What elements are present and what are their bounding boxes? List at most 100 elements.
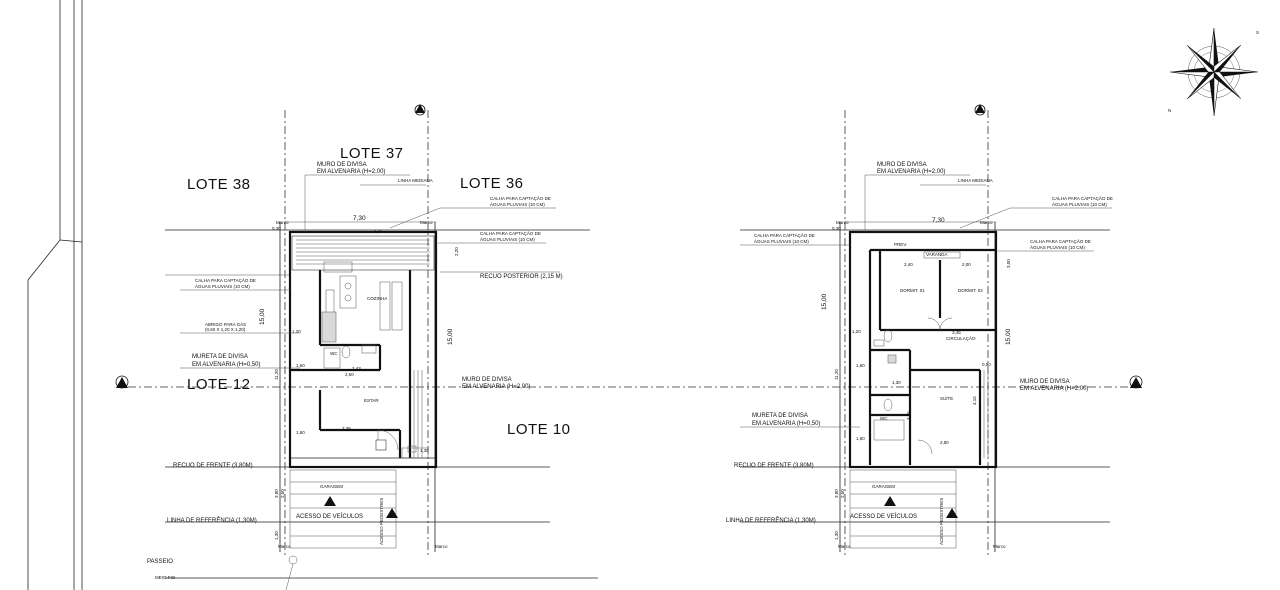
svg-text:ÁGUAS PLUVIAIS (10 CM): ÁGUAS PLUVIAIS (10 CM) (1052, 201, 1107, 207)
svg-text:CALHA PARA CAPTAÇÃO DE: CALHA PARA CAPTAÇÃO DE (754, 232, 815, 238)
label-acesso-veiculos: ACESSO DE VEÍCULOS (296, 513, 363, 520)
svg-text:3,00: 3,00 (1006, 259, 1011, 268)
svg-text:Marco: Marco (993, 544, 1006, 549)
svg-text:EM ALVENARIA (H=0,50): EM ALVENARIA (H=0,50) (192, 362, 260, 368)
svg-text:MURO DE DIVISA: MURO DE DIVISA (462, 377, 512, 383)
svg-text:1,20: 1,20 (292, 329, 301, 334)
svg-text:MURO DE DIVISA: MURO DE DIVISA (1020, 379, 1070, 385)
svg-text:Marco: Marco (420, 220, 433, 225)
svg-text:3,45: 3,45 (952, 330, 961, 335)
room-prev: PREV. (894, 242, 907, 247)
room-garagem: GARAGEM (320, 484, 343, 489)
svg-text:1,30: 1,30 (892, 380, 901, 385)
label-acesso-pedestres: ACESSO PEDESTRES (379, 498, 384, 545)
svg-text:1,30: 1,30 (834, 531, 839, 540)
svg-text:LINHA DE REFERÊNCIA (1,30M): LINHA DE REFERÊNCIA (1,30M) (726, 516, 816, 524)
svg-text:ABRIGO PARA GÁS: ABRIGO PARA GÁS (205, 321, 246, 327)
svg-text:Marco: Marco (278, 544, 291, 549)
svg-text:ÁGUAS PLUVIAIS (10 CM): ÁGUAS PLUVIAIS (10 CM) (490, 201, 545, 207)
svg-text:2,80: 2,80 (940, 440, 949, 445)
lot-label-10: LOTE 10 (507, 421, 571, 438)
label-meio-fio: MEIO FIO (155, 575, 176, 580)
svg-text:7,30: 7,30 (932, 217, 945, 224)
plan-left: COZINHA ESTAR WC GARAGEM ACESSO DE VEÍCU… (147, 104, 598, 590)
svg-text:CALHA PARA CAPTAÇÃO DE: CALHA PARA CAPTAÇÃO DE (490, 195, 551, 201)
svg-text:ÁGUAS PLUVIAIS (10 CM): ÁGUAS PLUVIAIS (10 CM) (195, 283, 250, 289)
svg-text:2,20: 2,20 (454, 247, 459, 256)
note-recuo-frente: RECUO DE FRENTE (3,80M) (173, 463, 253, 469)
room-suite: SUÍTE (940, 395, 953, 401)
svg-text:MURETA DE DIVISA: MURETA DE DIVISA (752, 413, 808, 419)
svg-text:CALHA PARA CAPTAÇÃO DE: CALHA PARA CAPTAÇÃO DE (195, 277, 256, 283)
svg-text:Marco: Marco (838, 544, 851, 549)
svg-text:Marco: Marco (276, 220, 289, 225)
svg-text:3,80: 3,80 (834, 489, 839, 498)
room-cozinha: COZINHA (367, 296, 387, 301)
svg-text:15,00: 15,00 (821, 293, 828, 310)
svg-text:CALHA PARA CAPTAÇÃO DE: CALHA PARA CAPTAÇÃO DE (1030, 238, 1091, 244)
svg-text:2,35: 2,35 (342, 426, 351, 431)
svg-text:ÁGUAS PLUVIAIS (10 CM): ÁGUAS PLUVIAIS (10 CM) (480, 236, 535, 242)
svg-text:4,15: 4,15 (972, 396, 977, 405)
dim-depth: 15,00 (259, 308, 266, 325)
svg-text:1,30: 1,30 (274, 531, 279, 540)
plan-right: DORMIT. 01 DORMIT. 02 CIRCULAÇÃO SUÍTE W… (726, 104, 1113, 555)
sheet-margin (27, 0, 83, 590)
svg-text:Marco: Marco (980, 220, 993, 225)
svg-text:1,15: 1,15 (374, 229, 383, 234)
note-linha-referencia: LINHA DE REFERÊNCIA (1,30M) (167, 516, 257, 524)
room-wc: WC (330, 351, 338, 356)
svg-text:LINHA MEDIANA: LINHA MEDIANA (958, 178, 993, 183)
note-mureta-divisa: MURETA DE DIVISA (192, 354, 248, 360)
svg-text:EM ALVENARIA (H=2,00): EM ALVENARIA (H=2,00) (317, 169, 385, 175)
label-acesso-pedestres-right: ACESSO PEDESTRES (939, 498, 944, 545)
svg-text:S: S (1256, 30, 1259, 35)
lot-label-38: LOTE 38 (187, 176, 251, 193)
svg-text:EM ALVENARIA (H=0,50): EM ALVENARIA (H=0,50) (752, 421, 820, 427)
svg-text:Marco: Marco (836, 220, 849, 225)
svg-text:RECUO DE FRENTE (3,80M): RECUO DE FRENTE (3,80M) (734, 463, 814, 469)
svg-text:B: B (120, 382, 123, 387)
dim-depth-right: 15,00 (447, 328, 454, 345)
room-dorm1: DORMIT. 01 (900, 288, 925, 293)
svg-text:2,60: 2,60 (345, 372, 354, 377)
room-garagem-right: GARAGEM (872, 484, 895, 489)
svg-text:1,60: 1,60 (296, 430, 305, 435)
room-estar: ESTAR (364, 398, 379, 403)
svg-text:CALHA PARA CAPTAÇÃO DE: CALHA PARA CAPTAÇÃO DE (480, 230, 541, 236)
room-varanda: VARANDA (926, 252, 947, 257)
svg-text:1,60: 1,60 (856, 436, 865, 441)
svg-text:Marco: Marco (435, 544, 448, 549)
svg-text:1,60: 1,60 (856, 363, 865, 368)
svg-text:1,20: 1,20 (852, 329, 861, 334)
svg-text:2,50: 2,50 (840, 489, 845, 498)
svg-text:MURO DE DIVISA: MURO DE DIVISA (877, 162, 927, 168)
svg-text:1,60: 1,60 (296, 363, 305, 368)
svg-text:15,00: 15,00 (1005, 328, 1012, 345)
dim-width: 7,30 (353, 215, 366, 222)
svg-text:ÁGUAS PLUVIAIS (10 CM): ÁGUAS PLUVIAIS (10 CM) (1030, 244, 1085, 250)
svg-text:(0,60 X 1,20 X 1,20): (0,60 X 1,20 X 1,20) (205, 327, 246, 332)
note-linha-mediana: LINHA MEDIANA (398, 178, 433, 183)
svg-text:11,20: 11,20 (274, 369, 279, 380)
label-acesso-veiculos-right: ACESSO DE VEÍCULOS (850, 513, 917, 520)
compass-rose-icon: N S (1168, 27, 1259, 117)
room-wc-right: WC (880, 416, 888, 421)
svg-text:2,40: 2,40 (904, 262, 913, 267)
svg-text:N: N (1168, 108, 1171, 113)
svg-text:1,30: 1,30 (420, 448, 429, 453)
rear-deck (291, 235, 435, 271)
lot-label-12: LOTE 12 (187, 376, 251, 393)
note-muro-divisa: MURO DE DIVISA (317, 162, 367, 168)
svg-text:11,20: 11,20 (834, 369, 839, 380)
svg-text:0,90: 0,90 (982, 362, 991, 367)
lot-label-37: LOTE 37 (340, 145, 404, 162)
svg-text:0,30: 0,30 (272, 226, 281, 231)
svg-text:2,50: 2,50 (280, 489, 285, 498)
svg-text:0,30: 0,30 (832, 226, 841, 231)
section-line-b: B B (115, 375, 1143, 389)
svg-text:EM ALVENARIA (H=2,00): EM ALVENARIA (H=2,00) (1020, 386, 1088, 392)
svg-text:EM ALVENARIA (H=2,00): EM ALVENARIA (H=2,00) (462, 384, 530, 390)
svg-text:2,43: 2,43 (352, 366, 361, 371)
svg-text:EM ALVENARIA (H=2,00): EM ALVENARIA (H=2,00) (877, 169, 945, 175)
